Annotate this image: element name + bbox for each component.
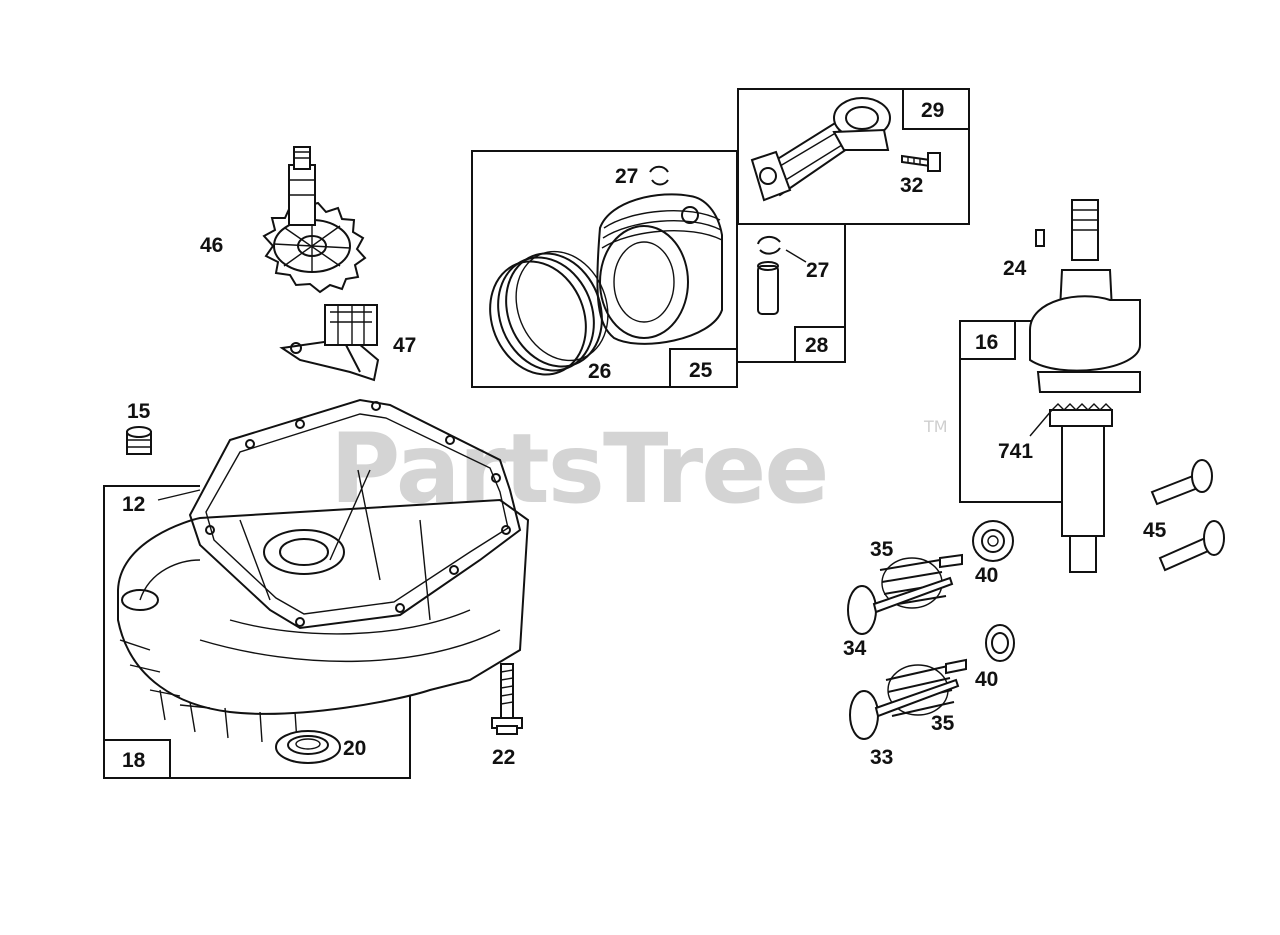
box-label-25[interactable]: 25 [689, 359, 713, 382]
crank-key-24[interactable] [1035, 229, 1045, 247]
part-label-741[interactable]: 741 [998, 440, 1033, 463]
retainer-40-lower[interactable] [985, 624, 1015, 662]
box-group-28: 28 [736, 223, 846, 363]
valve-33[interactable] [849, 678, 960, 740]
watermark-tm: TM [923, 417, 948, 436]
part-label-40-upper[interactable]: 40 [975, 564, 998, 587]
sump-gasket-12[interactable] [188, 398, 522, 630]
plug-15[interactable] [126, 426, 152, 455]
box-label-28[interactable]: 28 [805, 334, 829, 357]
connecting-rod-29[interactable] [750, 97, 891, 202]
valve-spring-35-upper[interactable] [879, 553, 963, 609]
retaining-clip-27-lower[interactable] [757, 236, 781, 255]
wrist-pin-28[interactable] [757, 261, 779, 315]
part-label-22[interactable]: 22 [492, 746, 515, 769]
piston-rings-26[interactable] [474, 238, 624, 389]
bolt-22[interactable] [491, 663, 523, 735]
valve-34[interactable] [847, 576, 954, 635]
crankshaft-16[interactable] [1029, 199, 1141, 573]
box-group-18: 18 [103, 485, 411, 779]
retainer-40-upper[interactable] [972, 520, 1014, 562]
part-label-27-upper[interactable]: 27 [615, 165, 638, 188]
part-label-35-upper[interactable]: 35 [870, 538, 894, 561]
part-label-45[interactable]: 45 [1143, 519, 1167, 542]
governor-bracket-47[interactable] [279, 304, 380, 382]
box-label-18[interactable]: 18 [122, 749, 146, 772]
part-label-12[interactable]: 12 [122, 493, 145, 516]
part-label-35-lower[interactable]: 35 [931, 712, 955, 735]
part-label-24[interactable]: 24 [1003, 257, 1027, 280]
valve-spring-35-lower[interactable] [885, 658, 967, 717]
box-group-16: 16 [959, 320, 1062, 503]
camshaft-gear-46[interactable] [262, 146, 367, 294]
part-label-27-lower[interactable]: 27 [806, 259, 829, 282]
box-label-29[interactable]: 29 [921, 99, 944, 122]
part-label-26[interactable]: 26 [588, 360, 611, 383]
part-label-20[interactable]: 20 [343, 737, 366, 760]
crankcase-sump-18[interactable] [117, 469, 530, 743]
retaining-clip-27-upper[interactable] [649, 165, 669, 186]
leader-12 [157, 489, 201, 501]
part-label-15[interactable]: 15 [127, 400, 151, 423]
box-label-16[interactable]: 16 [975, 331, 998, 354]
tappet-45-upper[interactable] [1150, 459, 1213, 506]
part-label-40-lower[interactable]: 40 [975, 668, 998, 691]
leader-27-lower [785, 249, 807, 263]
piston-25[interactable] [596, 193, 723, 345]
tappet-45-lower[interactable] [1158, 520, 1225, 572]
rod-bolt-32[interactable] [901, 152, 941, 172]
oil-seal-20[interactable] [275, 730, 341, 764]
part-label-33[interactable]: 33 [870, 746, 893, 769]
part-label-32[interactable]: 32 [900, 174, 923, 197]
part-label-47[interactable]: 47 [393, 334, 416, 357]
leader-741 [1029, 409, 1053, 437]
part-label-46[interactable]: 46 [200, 234, 223, 257]
part-label-34[interactable]: 34 [843, 637, 867, 660]
